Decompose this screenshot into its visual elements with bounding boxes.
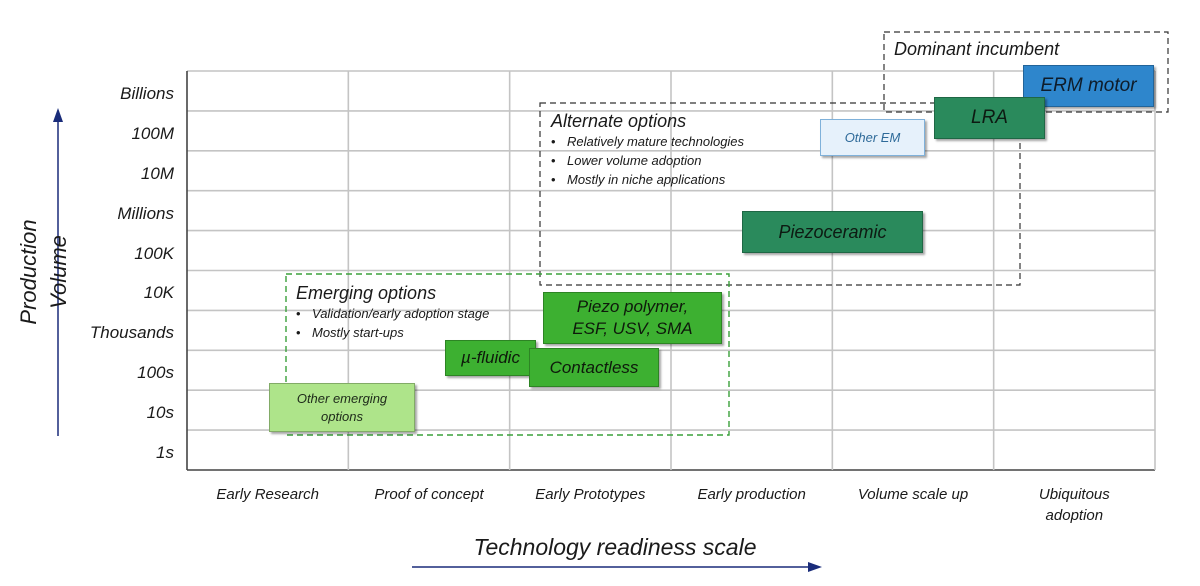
grid	[186, 70, 1156, 471]
y-tick-label: 10M	[140, 163, 174, 183]
alternate-options-bullets: Relatively mature technologies Lower vol…	[549, 132, 744, 189]
tech-box-lra: LRA	[934, 97, 1045, 139]
y-tick-label: Millions	[117, 203, 174, 223]
tech-box-micro-fluidic: µ-fluidic	[445, 340, 536, 376]
tech-box-other-em: Other EM	[820, 119, 925, 156]
tech-box-other-emerging: Other emerging options	[269, 383, 415, 432]
tech-box-piezoceramic: Piezoceramic	[742, 211, 923, 253]
dominant-incumbent-title: Dominant incumbent	[894, 39, 1060, 59]
emerging-options-bullets: Validation/early adoption stage Mostly s…	[294, 304, 489, 342]
bullet-item: Relatively mature technologies	[549, 132, 744, 151]
x-tick-label: Early Prototypes	[535, 486, 646, 503]
bullet-item: Validation/early adoption stage	[294, 304, 489, 323]
y-tick-label: 100s	[137, 363, 174, 383]
x-tick-label: Proof of concept	[374, 486, 484, 503]
y-tick-label: 100M	[131, 123, 174, 143]
x-tick-label: Early production	[697, 486, 806, 503]
x-axis-title: Technology readiness scale	[473, 534, 757, 560]
y-tick-label: Billions	[120, 83, 174, 103]
emerging-options-outline	[285, 273, 730, 436]
x-axis-arrow	[412, 562, 822, 572]
tech-box-piezo-polymer: Piezo polymer, ESF, USV, SMA	[543, 292, 722, 344]
y-tick-label: 10K	[143, 283, 174, 303]
alternate-options-outline	[539, 102, 1021, 286]
y-axis-arrow	[53, 108, 63, 436]
y-axis-title: Production Volume	[16, 219, 71, 325]
y-tick-label: 1s	[156, 443, 174, 463]
x-tick-label: Early Research	[216, 486, 319, 503]
tech-box-contactless: Contactless	[529, 348, 659, 387]
y-tick-label: 10s	[146, 403, 174, 423]
y-tick-label: Thousands	[89, 323, 174, 343]
x-tick-label: Volume scale up	[857, 486, 969, 503]
bullet-item: Mostly start-ups	[294, 323, 489, 342]
alternate-options-title: Alternate options	[551, 111, 687, 131]
bullet-item: Mostly in niche applications	[549, 170, 744, 189]
x-tick-label: Ubiquitous adoption	[1038, 486, 1110, 524]
emerging-options-title: Emerging options	[296, 283, 437, 303]
bullet-item: Lower volume adoption	[549, 151, 744, 170]
y-tick-label: 100K	[134, 243, 174, 263]
